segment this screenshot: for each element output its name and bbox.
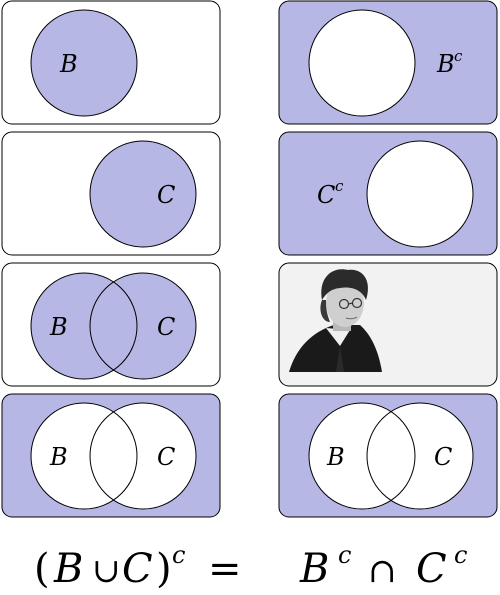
set-b-complement-label: B bbox=[436, 50, 455, 78]
eq-c2: C bbox=[416, 546, 447, 592]
complement-superscript: c bbox=[335, 177, 344, 195]
set-b-label: B bbox=[49, 313, 68, 341]
eq-b2: B bbox=[299, 546, 329, 592]
set-c-hole bbox=[90, 403, 196, 509]
panel-c-complement: C c bbox=[278, 131, 498, 256]
set-c-hole-circle bbox=[366, 140, 474, 248]
union-symbol: ∪ bbox=[92, 551, 121, 591]
set-c-label: C bbox=[434, 443, 452, 471]
set-b-label: B bbox=[49, 443, 68, 471]
de-morgan-equation: ( B ∪ C ) c = B c ∩ C c bbox=[34, 541, 467, 592]
set-b-label: B bbox=[59, 50, 78, 78]
intersection-symbol: ∩ bbox=[368, 551, 397, 591]
set-c-circle bbox=[89, 140, 197, 248]
panel-intersection-of-complements: B C bbox=[278, 393, 498, 518]
complement-superscript: c bbox=[338, 541, 351, 569]
set-b-circle bbox=[30, 9, 138, 117]
panel-b-union-c: B C bbox=[1, 262, 221, 387]
set-c-label: C bbox=[157, 443, 175, 471]
close-paren: ) bbox=[156, 546, 172, 592]
eq-b: B bbox=[53, 546, 83, 592]
set-c-circle bbox=[90, 273, 196, 379]
panel-c: C bbox=[1, 131, 221, 256]
set-b-outline bbox=[308, 402, 416, 510]
complement-superscript: c bbox=[454, 47, 463, 65]
set-b-outline bbox=[30, 402, 138, 510]
set-b-hole-circle bbox=[308, 9, 416, 117]
set-c-complement-label: C bbox=[317, 181, 335, 209]
panel-union-complement: B C bbox=[1, 393, 221, 518]
complement-superscript: c bbox=[454, 541, 467, 569]
set-b-label: B bbox=[326, 443, 345, 471]
panel-portrait bbox=[278, 262, 498, 387]
set-c-outline bbox=[89, 402, 197, 510]
set-c-label: C bbox=[157, 313, 175, 341]
complement-superscript: c bbox=[172, 541, 185, 569]
panel-b-complement: B c bbox=[278, 0, 498, 125]
set-c-label: C bbox=[157, 181, 175, 209]
set-c-outline bbox=[89, 272, 197, 380]
panel-b: B bbox=[1, 0, 221, 125]
open-paren: ( bbox=[34, 546, 50, 592]
portrait-engraving-icon bbox=[289, 269, 382, 372]
equals-sign: = bbox=[208, 546, 242, 592]
set-c-outline bbox=[366, 402, 474, 510]
set-c-hole bbox=[367, 403, 473, 509]
set-b-outline bbox=[30, 272, 138, 380]
eq-c: C bbox=[122, 546, 153, 592]
